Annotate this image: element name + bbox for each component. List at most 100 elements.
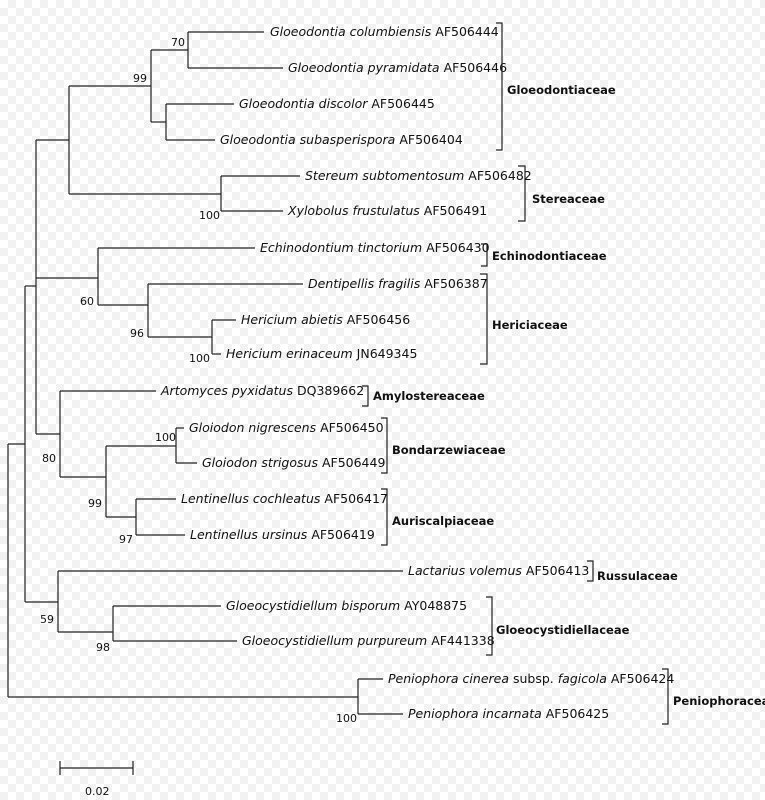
bootstrap-value: 100 (155, 431, 176, 444)
taxon-label: Peniophora cinerea subsp. fagicola AF506… (388, 671, 674, 686)
accession-number: AF506446 (444, 60, 508, 75)
bootstrap-value: 60 (80, 295, 94, 308)
accession-number: AF506425 (546, 706, 609, 721)
accession-number: AF506445 (371, 96, 434, 111)
accession-number: AF506413 (526, 563, 589, 578)
bootstrap-value: 59 (40, 613, 54, 626)
family-bracket (362, 385, 369, 407)
family-label: Hericiaceae (492, 318, 568, 332)
species-name: Gloeocystidiellum bisporum (226, 598, 400, 613)
accession-number: AF506387 (424, 276, 487, 291)
bootstrap-value: 98 (96, 641, 110, 654)
taxon-label: Lentinellus cochleatus AF506417 (181, 491, 388, 506)
taxon-label: Xylobolus frustulatus AF506491 (287, 203, 487, 218)
taxon-labels: Gloeodontia columbiensis AF506444 Gloeod… (160, 24, 674, 721)
accession-number: AF506491 (424, 203, 487, 218)
family-labels: Gloeodontiaceae Stereaceae Echinodontiac… (373, 83, 765, 708)
family-bracket (518, 165, 526, 222)
species-name: Gloeodontia pyramidata (288, 60, 440, 75)
species-name: Peniophora cinerea (388, 671, 509, 686)
bootstrap-values: 70 99 100 60 96 100 100 80 99 97 59 98 1… (40, 36, 357, 725)
accession-number: AF506419 (311, 527, 375, 542)
bootstrap-value: 96 (130, 327, 144, 340)
family-label: Echinodontiaceae (492, 249, 607, 263)
family-bracket (486, 596, 493, 656)
species-name: Peniophora incarnata (408, 706, 542, 721)
species-name: Gloeodontia subasperispora (220, 132, 395, 147)
bootstrap-value: 100 (336, 712, 357, 725)
accession-number: AF506482 (468, 168, 531, 183)
family-bracket (496, 22, 503, 151)
accession-number: AF506417 (324, 491, 387, 506)
accession-number: AF506430 (426, 240, 490, 255)
accession-number: AF506449 (322, 455, 386, 470)
taxon-label: Gloeodontia subasperispora AF506404 (220, 132, 463, 147)
species-name: Hericium abietis (241, 312, 343, 327)
scale-bar: 0.02 (59, 761, 134, 798)
species-name: Artomyces pyxidatus (160, 383, 293, 398)
family-label: Russulaceae (597, 569, 678, 583)
family-label: Stereaceae (532, 192, 605, 206)
taxon-label: Lactarius volemus AF506413 (408, 563, 589, 578)
family-bracket (381, 488, 388, 546)
species-name: Dentipellis fragilis (308, 276, 421, 291)
taxon-label: Echinodontium tinctorium AF506430 (260, 240, 490, 255)
species-name: Hericium erinaceum (226, 346, 353, 361)
taxon-label: Hericium abietis AF506456 (241, 312, 410, 327)
species-name: Lentinellus cochleatus (181, 491, 321, 506)
family-bracket (381, 417, 388, 474)
taxon-label: Dentipellis fragilis AF506387 (308, 276, 488, 291)
species-name: Echinodontium tinctorium (260, 240, 422, 255)
species-name: Lactarius volemus (408, 563, 522, 578)
accession-number: AF506444 (435, 24, 499, 39)
accession-number: AF506450 (320, 420, 384, 435)
subspecies-marker: subsp. (513, 671, 554, 686)
bootstrap-value: 99 (88, 497, 102, 510)
taxon-label: Gloeocystidiellum purpureum AF441338 (242, 633, 495, 648)
species-name: Gloeocystidiellum purpureum (242, 633, 427, 648)
taxon-label: Gloiodon nigrescens AF506450 (189, 420, 384, 435)
species-name: Gloiodon nigrescens (189, 420, 317, 435)
bootstrap-value: 100 (199, 209, 220, 222)
scale-bar-label: 0.02 (85, 785, 110, 798)
family-bracket (662, 668, 669, 725)
accession-number: AF441338 (431, 633, 495, 648)
family-label: Bondarzewiaceae (392, 443, 506, 457)
species-name: Lentinellus ursinus (190, 527, 308, 542)
taxon-label: Peniophora incarnata AF506425 (408, 706, 609, 721)
bootstrap-value: 100 (189, 352, 210, 365)
taxon-label: Gloiodon strigosus AF506449 (202, 455, 385, 470)
species-name: Stereum subtomentosum (305, 168, 464, 183)
family-label: Gloeocystidiellaceae (496, 623, 630, 637)
family-brackets (362, 22, 669, 725)
family-bracket (587, 560, 594, 582)
family-label: Amylostereaceae (373, 389, 485, 403)
accession-number: JN649345 (356, 346, 418, 361)
bootstrap-value: 99 (133, 72, 147, 85)
taxon-label: Gloeodontia pyramidata AF506446 (288, 60, 507, 75)
taxon-label: Artomyces pyxidatus DQ389662 (160, 383, 364, 398)
taxon-label: Hericium erinaceum JN649345 (226, 346, 417, 361)
bootstrap-value: 97 (119, 533, 133, 546)
taxon-label: Lentinellus ursinus AF506419 (190, 527, 375, 542)
accession-number: AF506404 (399, 132, 463, 147)
tree-branches (7, 31, 403, 715)
bootstrap-value: 80 (42, 452, 56, 465)
taxon-label: Gloeodontia columbiensis AF506444 (270, 24, 499, 39)
species-name: Gloeodontia columbiensis (270, 24, 432, 39)
species-name: Xylobolus frustulatus (287, 203, 420, 218)
taxon-label: Gloeodontia discolor AF506445 (239, 96, 435, 111)
bootstrap-value: 70 (171, 36, 185, 49)
accession-number: AY048875 (404, 598, 467, 613)
accession-number: AF506424 (611, 671, 675, 686)
family-bracket (481, 243, 488, 267)
family-label: Peniophoracea (673, 694, 765, 708)
species-name: Gloiodon strigosus (202, 455, 318, 470)
family-bracket (480, 273, 488, 365)
taxon-label: Stereum subtomentosum AF506482 (305, 168, 532, 183)
subspecies-epithet: fagicola (558, 671, 607, 686)
family-label: Gloeodontiaceae (507, 83, 616, 97)
accession-number: DQ389662 (297, 383, 364, 398)
taxon-label: Gloeocystidiellum bisporum AY048875 (226, 598, 467, 613)
